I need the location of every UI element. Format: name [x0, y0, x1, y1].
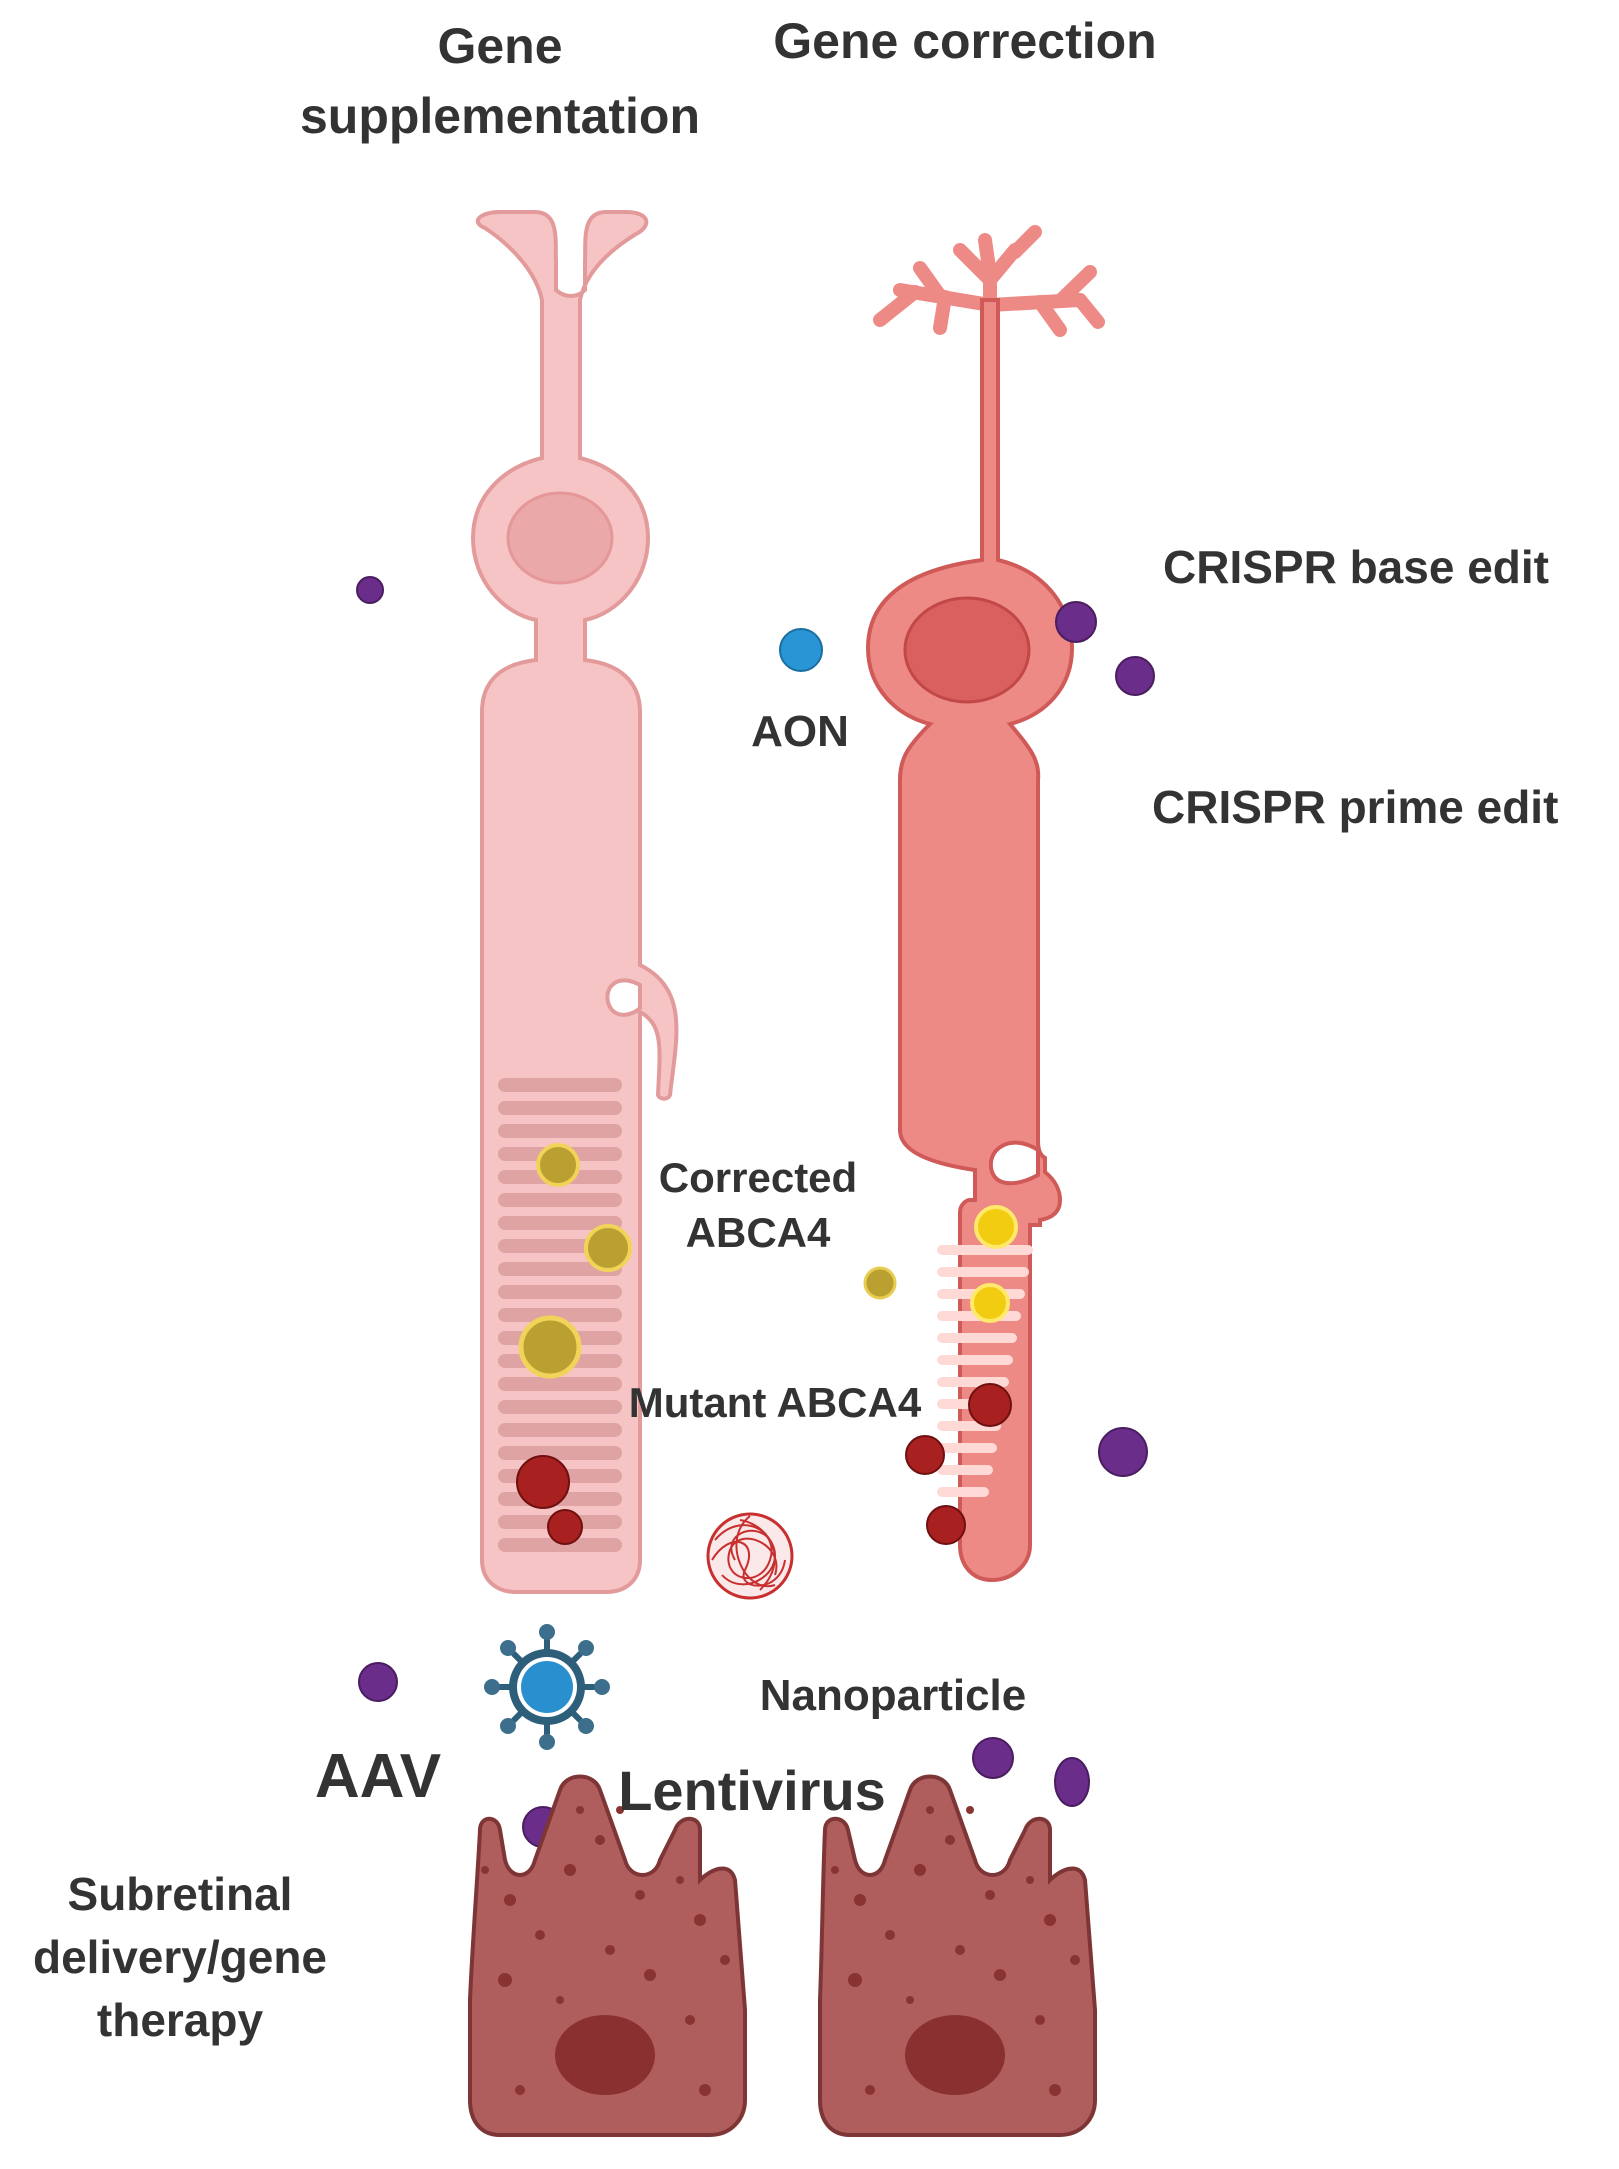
- mutant-abca4-label: Mutant ABCA4: [629, 1379, 922, 1426]
- corrected-abca4-protein: [970, 1283, 1010, 1323]
- cone-photoreceptor-cell: [863, 225, 1105, 1583]
- crispr-particle: [1055, 601, 1097, 643]
- rpe-cell-left: [468, 1774, 748, 2137]
- gene-correction-title: Gene correction: [773, 13, 1156, 69]
- crispr-particle: [1115, 656, 1155, 696]
- corrected-abca4-protein: [518, 1315, 582, 1379]
- mutant-abca4-protein: [926, 1505, 966, 1545]
- subretinal-delivery-label: Subretinal: [68, 1868, 293, 1920]
- mutant-abca4-protein: [516, 1455, 570, 1509]
- crispr-base-edit-label: CRISPR base edit: [1163, 541, 1549, 593]
- crispr-particle: [1098, 1427, 1148, 1477]
- lentivirus-label: Lentivirus: [618, 1759, 886, 1822]
- nanoparticle-label: Nanoparticle: [760, 1671, 1027, 1720]
- subretinal-delivery-label: delivery/gene: [33, 1931, 327, 1983]
- corrected-abca4-protein: [863, 1266, 897, 1300]
- nanoparticle-icon: [706, 1512, 794, 1600]
- aon-label: AON: [751, 707, 849, 756]
- rpe-cell-right: [818, 1774, 1098, 2137]
- rpe-melanosomes: [831, 1806, 1080, 2096]
- crispr-particle: [358, 1662, 398, 1702]
- rod-outer-segment-discs: [498, 1078, 622, 1552]
- corrected-abca4-label: Corrected: [659, 1154, 857, 1201]
- aav-virus-icon: [484, 1624, 610, 1750]
- rpe-cell-body: [468, 1774, 748, 2137]
- rod-nucleus: [506, 491, 614, 585]
- cone-nucleus: [903, 596, 1031, 704]
- corrected-abca4-protein: [584, 1224, 632, 1272]
- subretinal-delivery-label: therapy: [97, 1994, 264, 2046]
- gene-supplementation-title: supplementation: [300, 88, 700, 144]
- crispr-prime-edit-label: CRISPR prime edit: [1152, 781, 1558, 833]
- mutant-abca4-protein: [547, 1509, 583, 1545]
- corrected-abca4-protein: [974, 1205, 1018, 1249]
- crispr-particle: [1054, 1757, 1090, 1807]
- rod-photoreceptor-cell: [470, 210, 679, 1594]
- gene-supplementation-title: Gene: [437, 18, 562, 74]
- rod-cilium-notch: [605, 978, 642, 1017]
- rpe-melanosomes: [481, 1806, 730, 2096]
- crispr-particle: [972, 1737, 1014, 1779]
- corrected-abca4-protein: [536, 1143, 580, 1187]
- crispr-particle: [356, 576, 384, 604]
- aon-particle: [779, 628, 823, 672]
- mutant-abca4-protein: [968, 1383, 1012, 1427]
- mutant-abca4-protein: [905, 1435, 945, 1475]
- rpe-cell-body: [818, 1774, 1098, 2137]
- rpe-nucleus: [555, 2015, 655, 2095]
- rpe-nucleus: [905, 2015, 1005, 2095]
- cone-cilium-notch: [988, 1140, 1040, 1186]
- corrected-abca4-label: ABCA4: [686, 1209, 831, 1256]
- aav-label: AAV: [315, 1742, 441, 1811]
